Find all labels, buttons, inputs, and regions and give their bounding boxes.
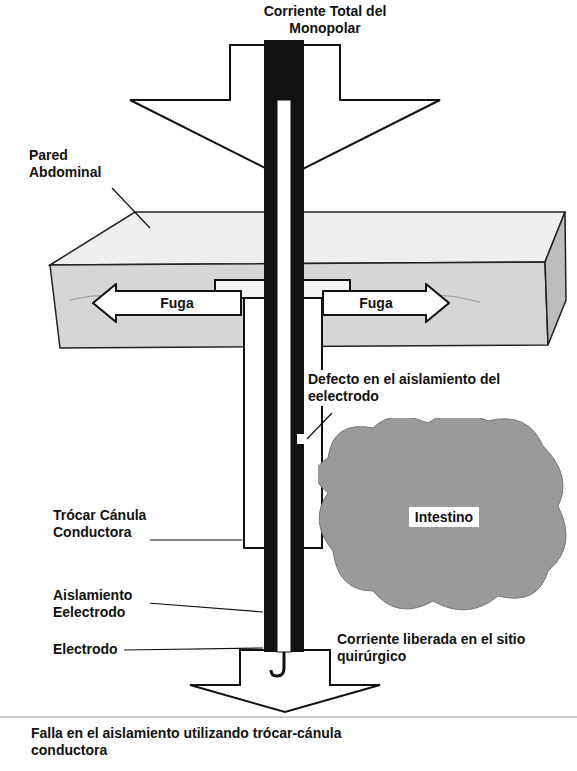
caption: Falla en el aislamiento utilizando tróca… xyxy=(28,724,368,760)
current-label: Corriente Total del Monopolar xyxy=(250,2,400,38)
leader-line xyxy=(124,648,263,650)
part-label: Aislamiento Eelectrodo xyxy=(50,586,150,622)
insulation-defect xyxy=(297,434,306,444)
shape-outline xyxy=(318,418,566,610)
wall-side-face xyxy=(545,212,566,345)
caption-rule xyxy=(0,717,577,718)
part-label: Defecto en el aislamiento del eelectrodo xyxy=(305,370,567,406)
node-text: Fuga xyxy=(160,295,193,311)
leader-line xyxy=(148,539,242,540)
leader-line xyxy=(148,603,263,612)
node-text: Intestino xyxy=(409,507,479,527)
wall-top-face xyxy=(50,212,565,265)
leak-arrow: Fuga xyxy=(322,283,450,323)
shape-outline xyxy=(323,284,449,322)
leader-line xyxy=(307,413,332,439)
electrode-insulation xyxy=(264,40,304,652)
electrode-core xyxy=(277,100,291,652)
part-label: Electrodo xyxy=(50,640,121,659)
part-label: Trócar Cánula Conductora xyxy=(50,506,150,542)
electrode-hook xyxy=(271,652,284,676)
intestine-shape: Intestino xyxy=(318,418,570,616)
part-label: Pared Abdominal xyxy=(26,146,136,182)
node-text: Fuga xyxy=(359,295,392,311)
current-label: Corriente liberada en el sitio quirúrgic… xyxy=(334,630,570,666)
leader-line xyxy=(112,188,150,228)
leak-arrow: Fuga xyxy=(92,283,242,323)
shape-outline xyxy=(93,284,241,322)
